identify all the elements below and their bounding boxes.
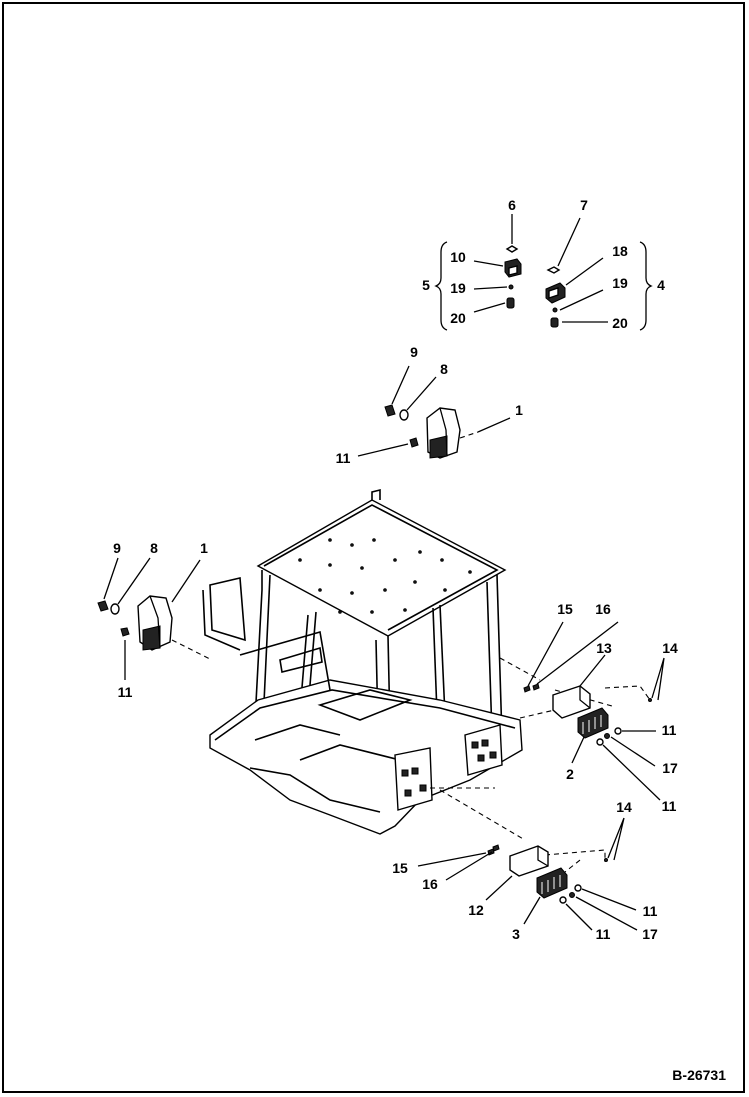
callout-10: 10 [450,249,466,265]
callout-2: 2 [566,766,574,782]
nut-part-11b [120,627,130,637]
bolt-part-9b [97,600,109,612]
callout-7: 7 [580,197,588,213]
washer-part-8b [110,603,120,615]
drawing-reference-id: B-26731 [672,1067,726,1083]
callout-20-right: 20 [612,315,628,331]
callout-11-right-a: 11 [662,722,677,738]
callout-1-upper: 1 [515,402,523,418]
callout-18: 18 [612,243,628,259]
callout-5: 5 [422,277,430,293]
callout-11-lower-a: 11 [643,903,658,919]
cab-frame [202,488,523,835]
gasket-part-16b [492,844,500,852]
callout-17-lower: 17 [642,926,658,942]
callout-14-lower: 14 [616,799,632,815]
callout-8-left: 8 [150,540,158,556]
callout-4: 4 [657,277,665,293]
work-light-left [97,557,213,680]
washer-part-8a [399,409,409,421]
callout-1-left: 1 [200,540,208,556]
callout-16-lower: 16 [422,876,438,892]
callout-15-lower: 15 [392,860,408,876]
switch-group-5 [434,214,522,331]
callout-19-right: 19 [612,275,628,291]
callout-11-left: 11 [118,684,133,700]
callout-8-upper: 8 [440,361,448,377]
plunger-part-20b [550,317,559,328]
switch-group-4 [545,217,653,331]
callout-3: 3 [512,926,520,942]
callout-9-upper: 9 [410,344,418,360]
callout-19-left: 19 [450,280,466,296]
work-light-upper [357,365,511,459]
rear-light-lower [417,787,638,931]
nut-part-11a [409,437,419,448]
callout-17-upper: 17 [662,760,678,776]
callout-11-right-b: 11 [662,798,677,814]
callout-9-left: 9 [113,540,121,556]
spring-part-19a [508,284,514,290]
callout-6: 6 [508,197,516,213]
callout-20-left: 20 [450,310,466,326]
lens-part-7 [546,266,561,274]
callout-14-upper: 14 [662,640,678,656]
nut-part-11e [574,884,582,892]
rear-light-right [499,621,665,801]
lens-part-6 [505,245,519,253]
callout-15-upper: 15 [557,601,573,617]
gasket-part-16a [532,683,540,691]
callout-13: 13 [596,640,612,656]
plunger-part-20a [506,297,515,309]
spring-part-19b [552,307,558,313]
screw-part-15a [523,685,531,693]
callout-16-upper: 16 [595,601,611,617]
callout-11-upper: 11 [336,450,351,466]
nut-part-11c [614,727,622,735]
callout-12: 12 [468,902,484,918]
callout-labels: 6 7 10 18 5 19 19 4 20 20 9 8 1 11 9 8 1… [113,197,678,942]
light-housing-12 [509,845,549,877]
callout-11-lower-b: 11 [596,926,611,942]
bolt-part-9a [384,404,396,417]
